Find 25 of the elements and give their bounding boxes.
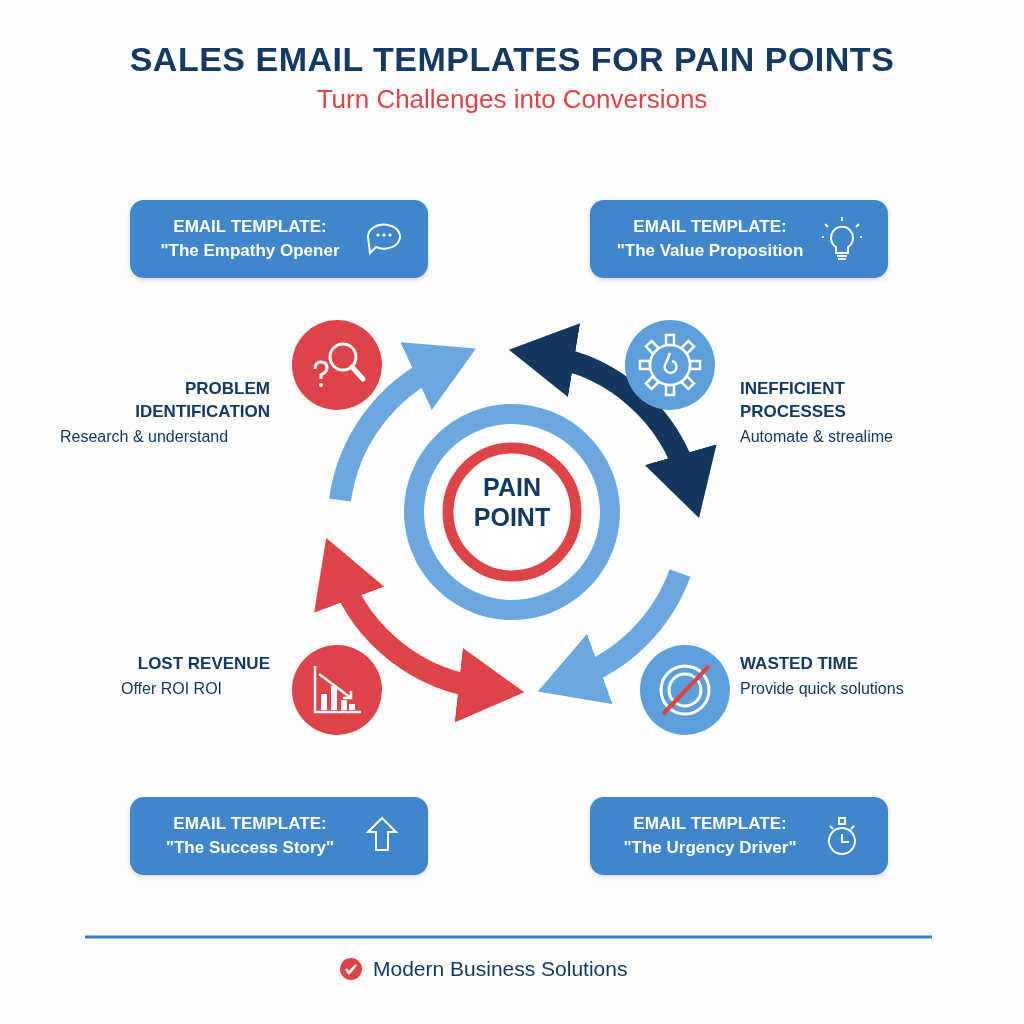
template-name: "The Value Proposition	[615, 241, 805, 261]
pain-point-text: Research & understand	[60, 427, 230, 447]
subtitle: Turn Challenges into Conversions	[315, 88, 709, 111]
pain-point-heading: WASTED TIME	[740, 653, 860, 675]
template-card	[590, 200, 888, 278]
card-heading: EMAIL TEMPLATE:	[632, 217, 788, 237]
pain-point-heading: INEFFICIENT PROCESSES	[740, 378, 847, 423]
title: SALES EMAIL TEMPLATES FOR PAIN POINTS	[128, 40, 896, 79]
pain-point-heading: LOST REVENUE	[136, 653, 270, 675]
template-card	[130, 797, 428, 875]
target-circle	[402, 402, 622, 622]
pain-point-heading: PROBLEM IDENTIFICATION	[134, 378, 270, 423]
template-card	[130, 200, 428, 278]
template-name: "The Empathy Opener	[159, 241, 341, 261]
card-heading: EMAIL TEMPLATE:	[172, 217, 328, 237]
template-card	[590, 797, 888, 875]
template-name: "The Urgency Driver"	[622, 838, 798, 858]
template-name: "The Success Story"	[164, 838, 336, 858]
pain-point-text: Offer ROI ROI	[121, 679, 224, 699]
pain-point-text: Automate & strealime	[740, 427, 894, 447]
footer-text: Modern Business Solutions	[373, 957, 629, 980]
card-heading: EMAIL TEMPLATE:	[632, 814, 788, 834]
pain-point-text: Provide quick solutions	[740, 679, 905, 699]
card-heading: EMAIL TEMPLATE:	[172, 814, 328, 834]
center-label: PAIN POINT	[472, 472, 552, 532]
